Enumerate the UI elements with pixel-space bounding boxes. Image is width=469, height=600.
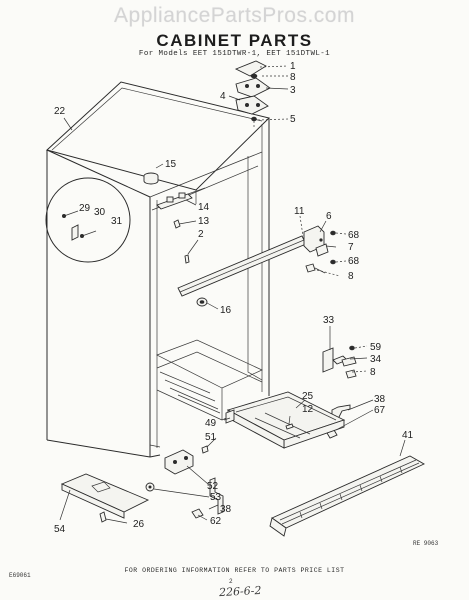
callout-54: 54 [54, 524, 66, 535]
model-subtitle: For Models EET 151DTWR-1, EET 151DTWL-1 [138, 50, 331, 58]
callout-52: 52 [207, 481, 219, 492]
callout-3: 3 [290, 85, 296, 96]
lower-hinge-33 [322, 345, 357, 379]
crisper-tray [226, 391, 346, 449]
callout-67: 67 [374, 405, 386, 416]
page-number: 2 [229, 578, 233, 585]
leader-lines [59, 65, 406, 524]
callout-49: 49 [205, 418, 217, 429]
bracket-38-lower [191, 477, 224, 519]
callout-7: 7 [348, 242, 354, 253]
callout-59: 59 [370, 342, 382, 353]
callout-15: 15 [165, 159, 177, 170]
callout-11: 11 [294, 206, 305, 217]
callout-25: 25 [302, 391, 314, 402]
callout-8-low: 8 [370, 367, 376, 378]
callout-31: 31 [111, 216, 123, 227]
bracket-14 [156, 187, 206, 264]
callout-5: 5 [290, 114, 296, 125]
callout-41: 41 [402, 430, 414, 441]
callout-62: 62 [210, 516, 222, 527]
callout-26: 26 [133, 519, 145, 530]
callout-22: 22 [54, 106, 66, 117]
callout-2: 2 [198, 229, 204, 240]
handwritten-note: 226-6-2 [218, 583, 262, 600]
detail-circle [45, 177, 131, 263]
callout-14: 14 [198, 202, 210, 213]
callout-labels: 1 8 3 4 5 22 15 14 13 2 29 30 31 11 6 68… [54, 61, 414, 535]
callout-68-b: 68 [348, 256, 360, 267]
callout-53: 53 [210, 492, 222, 503]
callout-68-a: 68 [348, 230, 360, 241]
top-hinge-assembly [234, 60, 271, 128]
callout-8-mid: 8 [348, 271, 354, 282]
callout-1: 1 [290, 61, 296, 72]
callout-6: 6 [326, 211, 332, 222]
callout-12: 12 [302, 404, 314, 415]
callout-16: 16 [220, 305, 232, 316]
callout-13: 13 [198, 216, 210, 227]
callout-8-top: 8 [290, 72, 296, 83]
callout-30: 30 [94, 207, 106, 218]
callout-34: 34 [370, 354, 382, 365]
ordering-footer: FOR ORDERING INFORMATION REFER TO PARTS … [124, 567, 345, 574]
callout-33: 33 [323, 315, 335, 326]
toe-grille [269, 455, 425, 537]
leveler-rail [60, 473, 150, 523]
callout-29: 29 [79, 203, 91, 214]
plug-15 [143, 172, 159, 185]
plug-16 [196, 297, 208, 307]
cross-rail [177, 235, 307, 297]
roller-bracket-52 [145, 449, 194, 492]
callout-51: 51 [205, 432, 217, 443]
page-code: E69061 [9, 572, 31, 579]
callout-4: 4 [220, 91, 226, 102]
hinge-bracket-6 [303, 225, 336, 274]
watermark: AppliancePartsPros.com [114, 4, 355, 27]
diagram-code: RE 9063 [413, 540, 439, 547]
page-title: CABINET PARTS [156, 31, 313, 50]
callout-38-upper: 38 [374, 394, 386, 405]
callout-38-lower: 38 [220, 504, 232, 515]
